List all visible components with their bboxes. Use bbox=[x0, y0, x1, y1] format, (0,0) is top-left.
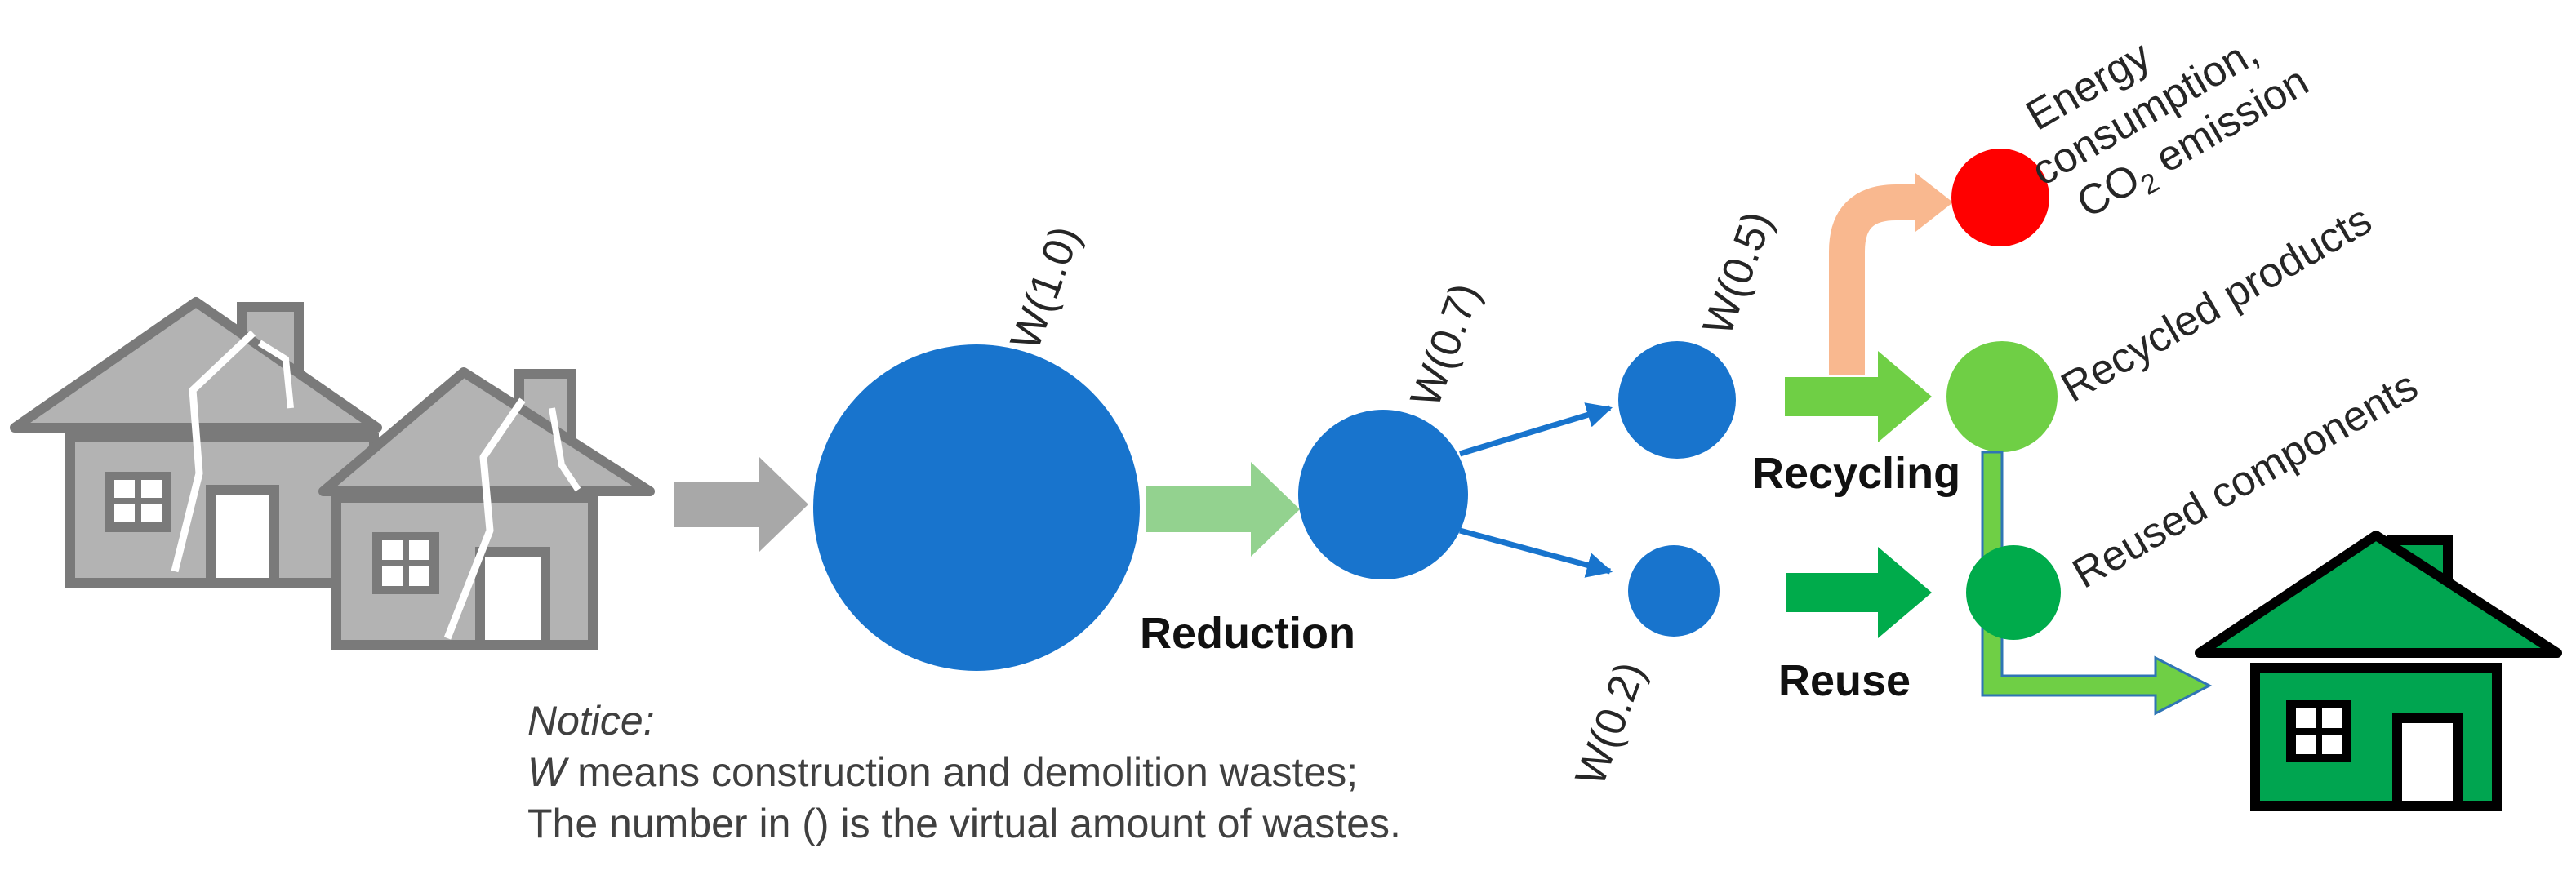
energy-flow-arrow-head bbox=[1915, 173, 1953, 232]
reuse-label: Reuse bbox=[1778, 656, 1911, 705]
notice-w-symbol: W bbox=[527, 749, 567, 795]
recycled-products-node bbox=[1946, 341, 2058, 452]
recycling-label: Recycling bbox=[1752, 449, 1960, 498]
waste-node-recycle bbox=[1618, 341, 1736, 459]
split-arrow-reuse bbox=[1459, 527, 1613, 578]
demolished-houses-icon bbox=[10, 297, 655, 650]
recycled-products-label: Recycled products bbox=[2053, 196, 2379, 411]
reduction-flow-arrow bbox=[1146, 462, 1300, 557]
notice-heading: Notice: bbox=[527, 698, 655, 744]
recycling-flow-arrow bbox=[1785, 351, 1932, 442]
reduction-label: Reduction bbox=[1140, 609, 1355, 658]
energy-flow-arrow bbox=[1829, 184, 1919, 375]
waste-label-recycle: W(0.5) bbox=[1694, 206, 1782, 341]
waste-label-after-reduction: W(0.7) bbox=[1402, 278, 1490, 413]
notice-box: Notice: W means construction and demolit… bbox=[527, 695, 1401, 850]
front-old-house bbox=[318, 367, 655, 650]
waste-label-reuse: W(0.2) bbox=[1567, 656, 1655, 792]
new-house-icon bbox=[2195, 531, 2562, 811]
reuse-flow-arrow bbox=[1786, 547, 1932, 638]
energy-node bbox=[1951, 149, 2049, 246]
waste-node-total bbox=[813, 344, 1140, 671]
waste-node-reuse bbox=[1628, 545, 1720, 637]
back-old-house bbox=[10, 297, 382, 588]
grey-flow-arrow bbox=[674, 457, 808, 552]
notice-line-2: The number in () is the virtual amount o… bbox=[527, 801, 1401, 846]
notice-line-1: W means construction and demolition wast… bbox=[527, 747, 1401, 798]
waste-label-total: W(1.0) bbox=[1002, 220, 1090, 356]
reused-components-node bbox=[1966, 545, 2061, 640]
notice-line-1-text: means construction and demolition wastes… bbox=[566, 749, 1359, 795]
waste-node-after-reduction bbox=[1298, 410, 1468, 579]
split-arrow-recycle bbox=[1458, 402, 1613, 457]
